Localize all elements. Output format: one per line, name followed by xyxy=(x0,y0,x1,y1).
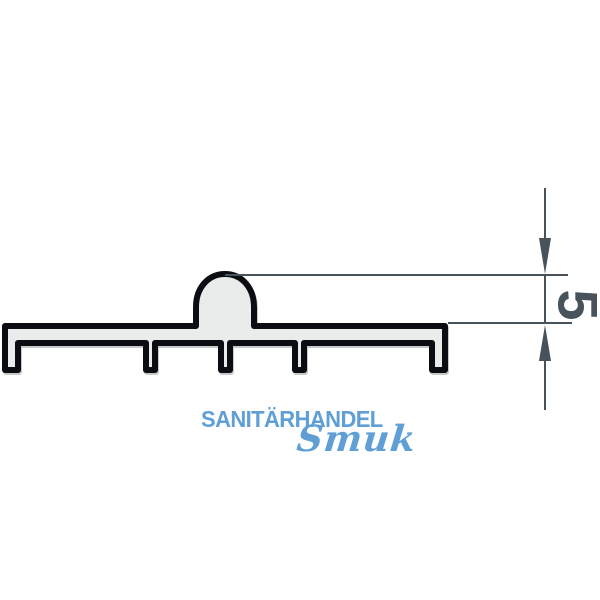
profile-outline xyxy=(2,271,448,373)
arrow-down-icon xyxy=(539,238,551,274)
arrow-up-icon xyxy=(539,325,551,361)
dimension-value: 5 xyxy=(547,289,600,320)
